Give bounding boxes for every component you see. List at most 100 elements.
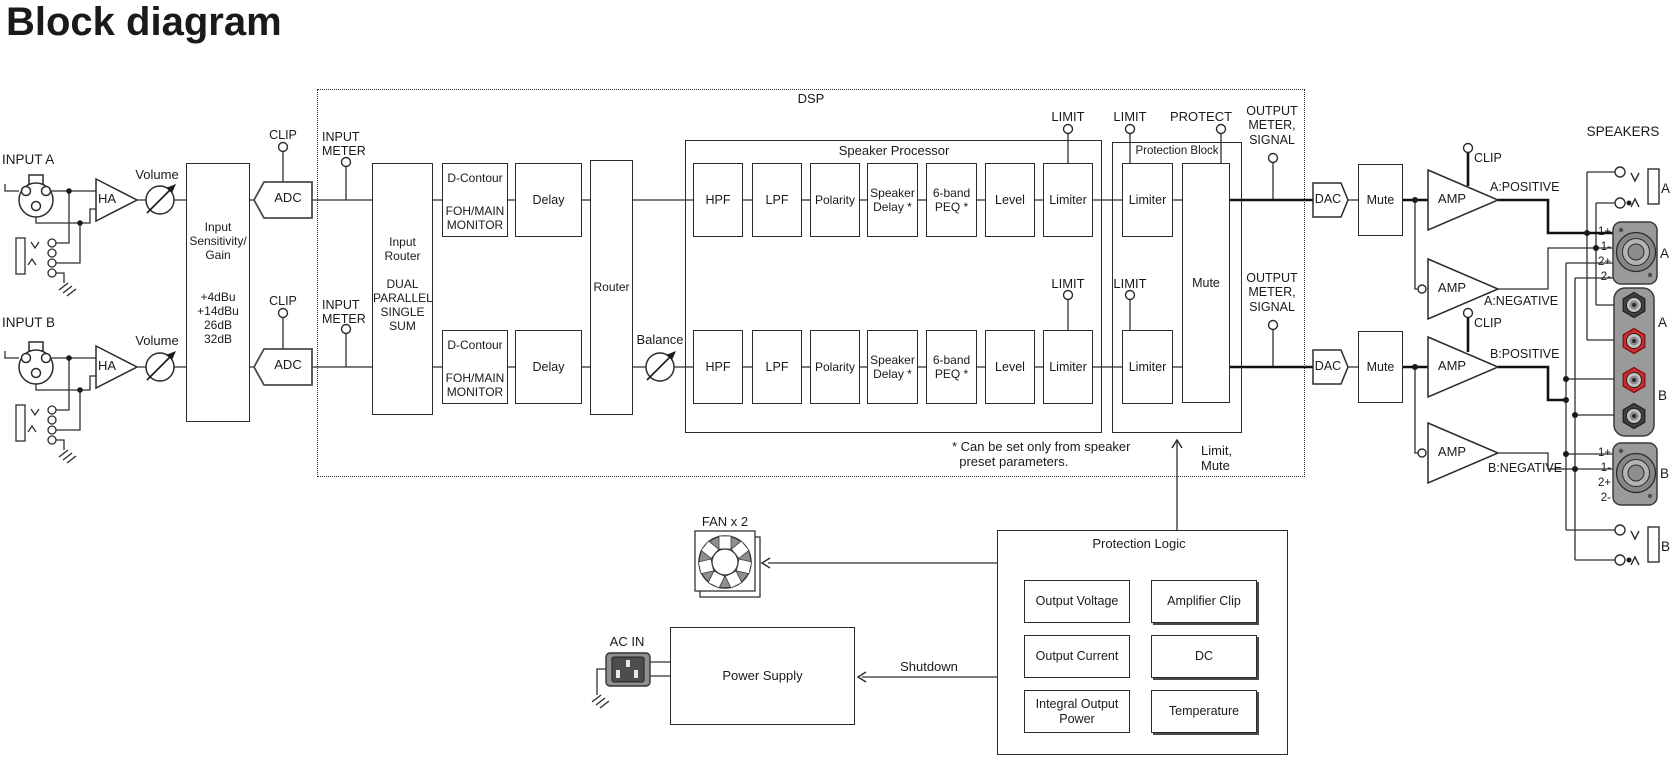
ha-a-label: HA bbox=[98, 191, 117, 206]
d-contour-a-title: D-Contour bbox=[447, 171, 503, 185]
d-contour-b-modes: FOH/MAIN MONITOR bbox=[445, 371, 505, 399]
volume-pot-a-icon bbox=[145, 184, 176, 215]
speakon-b-label: B bbox=[1660, 466, 1670, 481]
pb-limiter-b-box: Limiter bbox=[1122, 330, 1173, 404]
input-router-box: Input Router DUAL PARALLEL SINGLE SUM bbox=[372, 163, 433, 415]
d-contour-b-title: D-Contour bbox=[447, 338, 503, 352]
sp-limiter-a-box: Limiter bbox=[1043, 163, 1093, 237]
amp-b-neg-label: AMP bbox=[1437, 444, 1467, 459]
binding-a-label: A bbox=[1658, 315, 1668, 330]
dac-b-shape bbox=[1312, 349, 1349, 385]
clip-a-label: CLIP bbox=[269, 128, 297, 142]
adc-b-shape bbox=[252, 348, 313, 386]
adc-a-shape bbox=[252, 181, 313, 219]
binding-b-label: B bbox=[1658, 388, 1668, 403]
d-contour-a-box: D-Contour FOH/MAIN MONITOR bbox=[442, 163, 508, 237]
output-jack-a-icon bbox=[1614, 166, 1660, 209]
terminal-2n-b: 2- bbox=[1600, 492, 1611, 504]
xlr-connector-b-icon bbox=[18, 341, 54, 385]
protect-label: PROTECT bbox=[1169, 109, 1233, 124]
invert-bubble-b bbox=[1417, 448, 1427, 458]
fan-icon bbox=[694, 530, 761, 598]
temperature-box: Temperature bbox=[1151, 690, 1257, 733]
output-current-box: Output Current bbox=[1024, 635, 1130, 678]
indicator-leds bbox=[277, 123, 1474, 335]
a-positive-label: A:POSITIVE bbox=[1490, 180, 1560, 194]
a-negative-label: A:NEGATIVE bbox=[1484, 294, 1559, 308]
limit-sp-a-label: LIMIT bbox=[1051, 109, 1085, 124]
input-sensitivity-box: Input Sensitivity/ Gain +4dBu +14dBu 26d… bbox=[186, 163, 250, 422]
amp-a-pos-label: AMP bbox=[1437, 191, 1467, 206]
fan-label: FAN x 2 bbox=[701, 514, 749, 529]
terminal-1p-a: 1+ bbox=[1598, 226, 1612, 238]
amp-clip-b-label: CLIP bbox=[1474, 316, 1502, 330]
protection-logic-label: Protection Logic bbox=[1092, 536, 1186, 551]
volume-b-label: Volume bbox=[135, 333, 179, 348]
input-sensitivity-heading: Input Sensitivity/ Gain bbox=[189, 220, 247, 262]
dac-b-label: DAC bbox=[1314, 359, 1342, 373]
level-a-box: Level bbox=[985, 163, 1035, 237]
adc-a-label: ADC bbox=[274, 190, 302, 205]
amp-a-negative-icon bbox=[1427, 257, 1500, 321]
pb-mute-box: Mute bbox=[1182, 163, 1230, 403]
power-supply-box: Power Supply bbox=[670, 627, 855, 725]
protection-block-frame bbox=[1112, 142, 1242, 433]
speaker-delay-a-box: Speaker Delay * bbox=[867, 163, 918, 237]
output-meter-a-label: OUTPUT METER, SIGNAL bbox=[1246, 104, 1298, 147]
output-jack-b-icon bbox=[1614, 524, 1660, 566]
volume-a-label: Volume bbox=[135, 167, 179, 182]
terminal-1n-b: 1- bbox=[1600, 462, 1611, 474]
dc-box: DC bbox=[1151, 635, 1257, 678]
ha-amp-a-icon bbox=[95, 177, 139, 223]
terminal-2p-b: 2+ bbox=[1598, 477, 1612, 489]
amplifier-clip-box: Amplifier Clip bbox=[1151, 580, 1257, 623]
jack-b-label: B bbox=[1661, 539, 1671, 554]
limit-pb-b-label: LIMIT bbox=[1113, 276, 1147, 291]
output-meter-b-label: OUTPUT METER, SIGNAL bbox=[1246, 271, 1298, 314]
ac-inlet-icon bbox=[605, 652, 651, 687]
terminal-2n-a: 2- bbox=[1600, 271, 1611, 283]
limit-sp-b-label: LIMIT bbox=[1051, 276, 1085, 291]
volume-pot-b-icon bbox=[145, 351, 176, 382]
amp-b-negative-icon bbox=[1427, 421, 1500, 485]
input-b-label: INPUT B bbox=[2, 315, 56, 330]
input-router-title: Input Router bbox=[384, 235, 421, 263]
balance-label: Balance bbox=[636, 332, 684, 347]
lpf-a-box: LPF bbox=[752, 163, 802, 237]
binding-post-a-positive bbox=[1622, 327, 1646, 355]
phone-jack-a-icon bbox=[15, 237, 57, 278]
arrowheads bbox=[760, 438, 1183, 683]
delay-a-box: Delay bbox=[515, 163, 582, 237]
polarity-b-box: Polarity bbox=[810, 330, 860, 404]
b-positive-label: B:POSITIVE bbox=[1490, 347, 1560, 361]
integral-output-power-box: Integral Output Power bbox=[1024, 690, 1130, 733]
speakon-a-label: A bbox=[1660, 246, 1670, 261]
jack-a-label: A bbox=[1661, 181, 1671, 196]
amp-a-neg-label: AMP bbox=[1437, 280, 1467, 295]
junction-dots bbox=[66, 188, 1632, 563]
speaker-processor-label: Speaker Processor bbox=[838, 143, 950, 158]
input-meter-a-label: INPUT METER bbox=[322, 130, 366, 159]
speaker-delay-b-box: Speaker Delay * bbox=[867, 330, 918, 404]
phone-jack-b-icon bbox=[15, 404, 57, 445]
dsp-label: DSP bbox=[797, 91, 825, 106]
invert-bubble-a bbox=[1417, 284, 1427, 294]
output-mute-a-box: Mute bbox=[1358, 164, 1403, 236]
peq-b-box: 6-band PEQ * bbox=[926, 330, 977, 404]
lpf-b-box: LPF bbox=[752, 330, 802, 404]
limit-pb-a-label: LIMIT bbox=[1113, 109, 1147, 124]
b-negative-label: B:NEGATIVE bbox=[1488, 461, 1563, 475]
d-contour-a-modes: FOH/MAIN MONITOR bbox=[445, 204, 505, 232]
input-sensitivity-values: +4dBu +14dBu 26dB 32dB bbox=[197, 290, 239, 346]
sp-limiter-b-box: Limiter bbox=[1043, 330, 1093, 404]
input-meter-b-label: INPUT METER bbox=[322, 298, 366, 327]
speakon-b-icon bbox=[1612, 442, 1658, 506]
input-a-label: INPUT A bbox=[2, 152, 55, 167]
footnote: * Can be set only from speaker preset pa… bbox=[952, 439, 1131, 469]
balance-pot-icon bbox=[645, 351, 676, 382]
dac-a-label: DAC bbox=[1314, 192, 1342, 206]
hpf-a-box: HPF bbox=[693, 163, 743, 237]
router-box: Router bbox=[590, 160, 633, 415]
